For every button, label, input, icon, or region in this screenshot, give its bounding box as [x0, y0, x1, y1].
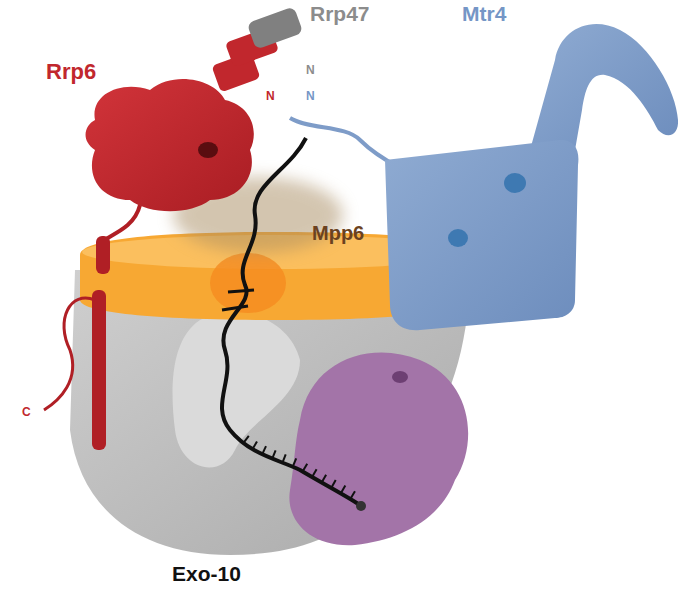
protein-label: Rrp6 — [46, 60, 96, 84]
rrp6-c-tail — [44, 298, 95, 410]
protein-label: Mpp6 — [312, 222, 364, 244]
active-site — [392, 371, 408, 383]
rrp6-body — [86, 79, 254, 211]
rrp6-active-site — [198, 142, 218, 158]
rna-base — [350, 491, 355, 499]
rna-base — [252, 441, 257, 449]
rna-base — [341, 486, 345, 494]
mtr4-site — [504, 173, 526, 193]
mtr4-body — [385, 140, 578, 330]
rna-base — [222, 306, 248, 310]
mtr4-n-tail — [290, 118, 400, 168]
rna-base — [303, 464, 308, 472]
rna-base — [293, 458, 296, 466]
terminus-label: N — [306, 90, 315, 103]
rna-bases — [243, 436, 355, 499]
rrp6-helix — [92, 290, 106, 450]
rna-end — [356, 501, 366, 511]
mtr4-arch — [530, 24, 678, 150]
rrp47-protein — [247, 6, 304, 49]
mtr4-site — [448, 229, 468, 247]
rna-base — [283, 454, 286, 462]
rna-base — [272, 450, 275, 458]
cap-pore — [210, 253, 286, 313]
terminus-label: N — [306, 64, 315, 77]
terminus-label: C — [22, 406, 31, 419]
rrp6-helix — [96, 236, 110, 274]
terminus-label: N — [266, 90, 275, 103]
rna-base — [262, 446, 266, 454]
protein-label: Rrp47 — [310, 2, 370, 25]
rna-base — [322, 475, 326, 483]
central-channel — [173, 312, 300, 467]
rrp6-tail — [104, 205, 140, 240]
protein-label: Mtr4 — [462, 2, 506, 25]
rna-strand — [222, 138, 360, 505]
rna-base — [243, 436, 248, 443]
rna-base — [331, 480, 335, 488]
rna-base — [228, 290, 254, 292]
rrp44-subunit — [289, 353, 468, 546]
protein-label: Exo-10 — [172, 562, 241, 585]
rna-base — [312, 469, 316, 477]
